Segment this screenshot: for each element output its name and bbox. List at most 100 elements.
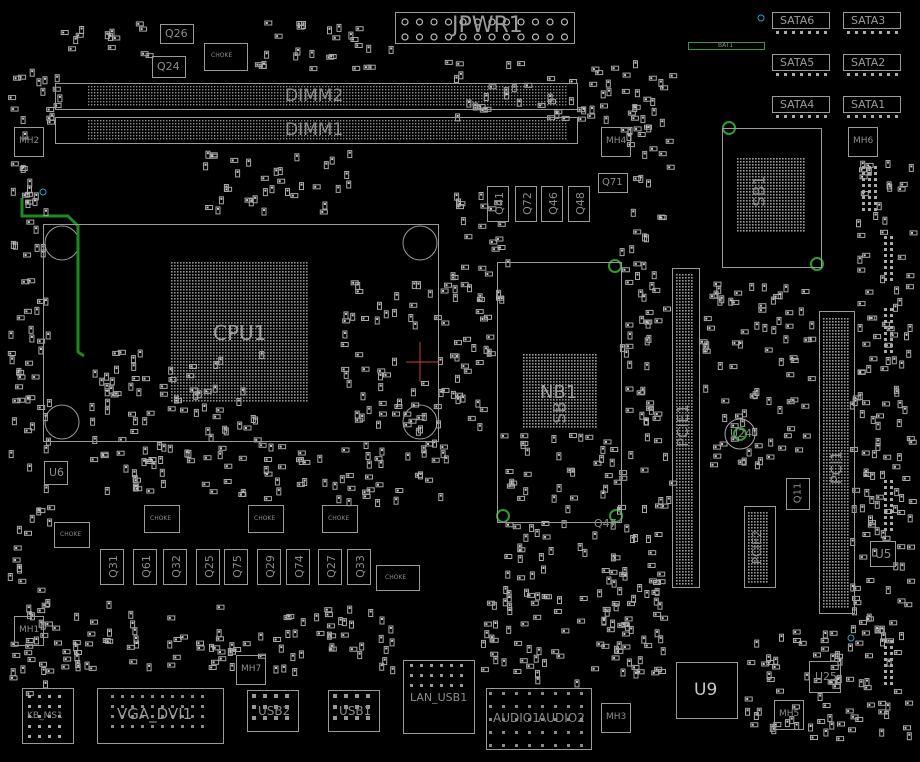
smd-part <box>638 289 644 298</box>
smd-pad <box>888 182 891 185</box>
smd-part <box>813 652 821 658</box>
smd-pad <box>623 568 626 571</box>
smd-pad <box>282 666 285 668</box>
smd-pad <box>361 415 364 417</box>
sata-port <box>843 12 901 29</box>
smd-pad <box>828 715 831 718</box>
smd-part <box>467 415 476 421</box>
smd-pad <box>570 434 573 437</box>
smd-part <box>123 464 129 473</box>
smd-part <box>346 180 352 189</box>
smd-pad <box>504 587 507 590</box>
smd-part <box>863 472 872 477</box>
smd-pad <box>758 709 761 712</box>
smd-part <box>773 656 779 665</box>
smd-part <box>856 219 861 228</box>
smd-part <box>34 243 40 252</box>
smd-part <box>606 627 615 633</box>
smd-pad <box>870 357 873 360</box>
smd-pad <box>507 470 509 473</box>
sb-label: SB1 <box>749 175 769 207</box>
smd-pad <box>608 89 610 92</box>
smd-pad <box>287 615 290 618</box>
smd-part <box>611 601 620 607</box>
sata-label: SATA6 <box>780 14 815 27</box>
smd-part <box>791 704 800 710</box>
smd-pad <box>93 437 96 440</box>
smd-part <box>223 479 232 484</box>
smd-part <box>533 654 539 663</box>
smd-pad <box>303 479 306 482</box>
smd-pad <box>860 621 863 624</box>
smd-part <box>754 639 760 648</box>
smd-pad <box>506 572 509 575</box>
smd-part <box>878 709 887 715</box>
smd-pad <box>38 509 41 512</box>
mounting-hole-label: MH1 <box>19 625 40 635</box>
mounting-hole-label: MH6 <box>853 136 874 146</box>
smd-part <box>857 323 863 332</box>
smd-pad <box>562 629 565 632</box>
smd-part <box>455 396 461 405</box>
smd-part <box>884 711 890 719</box>
smd-pad <box>508 591 510 594</box>
crosshair-marker <box>406 342 438 382</box>
smd-part <box>18 74 27 80</box>
smd-part <box>302 478 308 486</box>
smd-part <box>41 602 50 608</box>
smd-pad <box>18 567 21 570</box>
smd-pad <box>318 632 320 635</box>
smd-pad <box>711 463 714 466</box>
smd-pad <box>395 293 398 296</box>
smd-pad <box>343 319 346 322</box>
smd-pad <box>219 657 222 660</box>
smd-pad <box>254 196 257 199</box>
smd-part <box>139 26 148 32</box>
smd-pad <box>485 623 488 626</box>
smd-pad <box>883 218 886 221</box>
smd-pad <box>592 667 595 670</box>
smd-part <box>798 307 804 316</box>
smd-part <box>274 477 280 486</box>
smd-part <box>440 288 449 294</box>
smd-part <box>734 290 743 296</box>
smd-part <box>141 458 147 467</box>
sata-port <box>843 96 901 113</box>
smd-part <box>722 414 728 423</box>
smd-part <box>538 553 544 561</box>
smd-part <box>347 605 353 614</box>
smd-pad <box>30 327 33 330</box>
smd-part <box>504 554 513 559</box>
smd-part <box>862 532 871 537</box>
smd-part <box>645 405 654 411</box>
smd-pad <box>140 28 143 31</box>
sata-pins <box>847 31 898 34</box>
smd-part <box>268 443 274 452</box>
smd-pad <box>43 604 46 607</box>
smd-part <box>624 524 630 533</box>
smd-part <box>617 587 623 596</box>
smd-part <box>847 643 853 652</box>
smd-part <box>591 666 600 672</box>
smd-pad <box>847 710 850 712</box>
smd-part <box>640 115 646 124</box>
smd-part <box>652 415 661 421</box>
smd-part <box>873 334 882 340</box>
smd-part <box>463 368 472 374</box>
smd-part <box>131 376 140 381</box>
smd-pad <box>905 603 908 606</box>
smd-pad <box>490 85 492 88</box>
smd-pad <box>129 612 132 615</box>
power-pin <box>473 18 482 26</box>
smd-pad <box>656 533 658 536</box>
smd-pad <box>860 556 863 559</box>
smd-part <box>523 533 529 542</box>
smd-pad <box>111 30 113 33</box>
smd-part <box>556 484 562 493</box>
smd-pad <box>528 646 531 649</box>
smd-pad <box>265 22 268 24</box>
vga-dvi-label: VGA_DVI1 <box>117 705 193 723</box>
smd-pad <box>882 633 885 636</box>
vga-pins <box>111 695 204 728</box>
smd-part <box>377 368 386 374</box>
